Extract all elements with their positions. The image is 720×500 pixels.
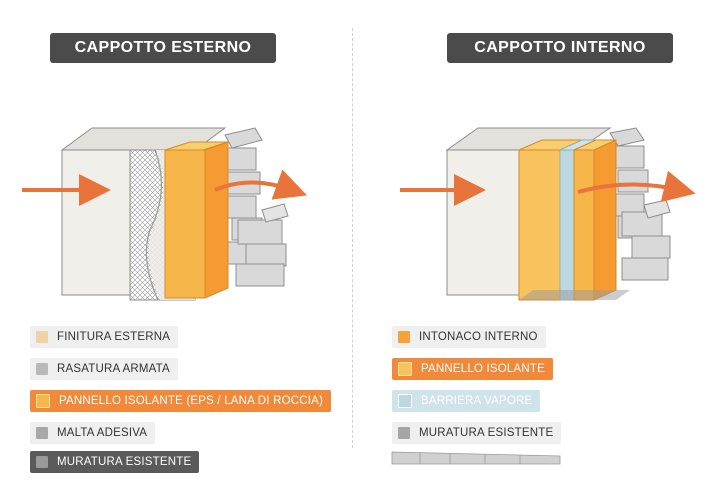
legend-label: MALTA ADESIVA xyxy=(57,427,148,439)
legend-item-malta-adesiva: MALTA ADESIVA xyxy=(30,422,156,444)
legend-swatch xyxy=(36,456,48,468)
insulation-panel-left xyxy=(164,141,229,299)
center-divider xyxy=(352,28,353,448)
legend-label: PANNELLO ISOLANTE (EPS / LANA DI ROCCIA) xyxy=(59,395,324,407)
legend-label: PANNELLO ISOLANTE xyxy=(421,363,545,375)
legend-item-finitura-esterna: FINITURA ESTERNA xyxy=(30,326,179,348)
legend-item-barriera-vapore: BARRIERA VAPORE xyxy=(392,390,541,412)
existing-masonry-left xyxy=(221,127,289,287)
title-cappotto-esterno: CAPPOTTO ESTERNO xyxy=(50,33,276,63)
legend-swatch xyxy=(36,331,48,343)
legend-swatch xyxy=(398,427,410,439)
legend-swatch xyxy=(398,331,410,343)
external-insulation-illustration xyxy=(22,127,308,301)
legend-item-muratura-esistente: MURATURA ESISTENTE xyxy=(30,451,200,473)
legend-swatch xyxy=(36,394,50,408)
heat-flow-arrow-icon xyxy=(577,170,696,202)
legend-item-pannello-isolante: PANNELLO ISOLANTE (EPS / LANA DI ROCCIA) xyxy=(30,390,332,412)
legend-swatch xyxy=(36,427,48,439)
legend-item-muratura-esistente-interno: MURATURA ESISTENTE xyxy=(392,422,562,444)
legend-item-pannello-isolante-interno: PANNELLO ISOLANTE xyxy=(392,358,553,380)
legend-label: MURATURA ESISTENTE xyxy=(419,427,554,439)
legend-label: MURATURA ESISTENTE xyxy=(57,456,192,468)
masonry-strip xyxy=(391,451,561,465)
legend-swatch xyxy=(398,362,412,376)
legend-item-rasatura-armata: RASATURA ARMATA xyxy=(30,358,178,380)
heat-flow-arrow-icon xyxy=(214,169,308,200)
legend-label: INTONACO INTERNO xyxy=(419,331,538,343)
insulation-layers-right xyxy=(518,139,630,301)
legend-label: FINITURA ESTERNA xyxy=(57,331,171,343)
legend-swatch xyxy=(36,363,48,375)
existing-masonry-right xyxy=(609,127,671,281)
internal-insulation-illustration xyxy=(400,127,696,301)
legend-swatch xyxy=(398,394,412,408)
legend-label: BARRIERA VAPORE xyxy=(421,395,533,407)
title-cappotto-interno: CAPPOTTO INTERNO xyxy=(447,33,673,63)
legend-item-intonaco-interno: INTONACO INTERNO xyxy=(392,326,546,348)
legend-label: RASATURA ARMATA xyxy=(57,363,170,375)
